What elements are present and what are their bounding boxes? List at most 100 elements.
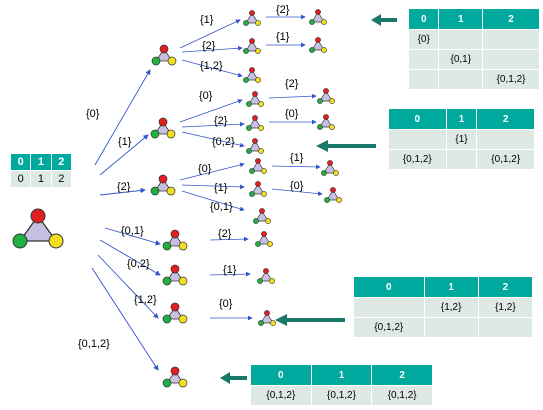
leaf-label: {2} <box>276 4 290 16</box>
leaf-mol-icon <box>258 310 276 326</box>
start-state-table: 0 1 2 0 1 2 <box>9 153 73 188</box>
node-02-icon <box>162 264 188 286</box>
leaf-mol-icon <box>309 37 327 53</box>
leaf-mol-icon <box>249 158 267 174</box>
table-cell: {0} <box>407 29 440 50</box>
leaf-mol-icon <box>255 231 273 247</box>
start-value-cell: 0 <box>9 170 32 188</box>
table-cell <box>423 317 479 338</box>
branch-label: {1,2} <box>200 60 223 72</box>
table-header-cell: 2 <box>482 8 540 30</box>
table-cell <box>445 149 478 170</box>
leaf-label: {0} <box>285 108 299 120</box>
branch-label: {2} <box>214 115 228 127</box>
leaf-mol-icon <box>246 91 264 107</box>
table-cell <box>476 129 535 150</box>
leaf-mol-icon <box>317 114 335 130</box>
table-cell: {1} <box>445 129 478 150</box>
leaf-mol-icon <box>243 10 261 26</box>
edge-label-1: {1} <box>118 136 132 148</box>
node-0-icon <box>151 44 177 66</box>
leaf-label: {1} <box>276 31 290 43</box>
table-cell: {0,1,2} <box>353 317 425 338</box>
leaf-label: {0} <box>290 180 304 192</box>
pointer-arrow-d-icon <box>220 372 247 384</box>
branch-label: {0,1} <box>210 201 233 213</box>
result-table-b: 0 1 2 {1} {0,1,2} {0,1,2} <box>388 108 535 170</box>
node-012-icon <box>162 366 188 388</box>
pointer-arrow-a-icon <box>371 14 397 26</box>
node-01-icon <box>162 229 188 251</box>
table-cell <box>388 129 447 150</box>
start-value-cell: 1 <box>30 170 52 188</box>
table-cell <box>482 29 540 50</box>
leaf-label: {2} <box>285 78 299 90</box>
edge-label-01: {0,1} <box>121 225 144 237</box>
level2-arrows <box>179 19 253 321</box>
node-12-icon <box>162 302 188 324</box>
table-header-cell: 1 <box>438 8 484 30</box>
level3-arrows <box>266 14 323 196</box>
table-cell: {0,1,2} <box>482 69 540 90</box>
table-header-cell: 1 <box>445 108 478 130</box>
leaf-mol-icon <box>243 38 261 54</box>
leaf-mol-icon <box>324 187 342 203</box>
table-cell <box>353 297 425 318</box>
leaf-mol-icon <box>246 138 264 154</box>
table-header-cell: 0 <box>407 8 440 30</box>
branch-label: {1} <box>214 182 228 194</box>
node-1-icon <box>150 117 176 139</box>
table-header-cell: 0 <box>353 276 425 298</box>
edge-label-0: {0} <box>86 108 100 120</box>
edge-label-2: {2} <box>117 181 131 193</box>
branch-label: {1} <box>223 264 237 276</box>
edge-label-02: {0,2} <box>127 258 150 270</box>
table-cell: {0,1,2} <box>388 149 447 170</box>
pointer-arrow-c-icon <box>275 314 345 326</box>
leaf-mol-icon <box>249 181 267 197</box>
table-cell <box>477 317 534 338</box>
branch-label: {0} <box>199 90 213 102</box>
table-header-cell: 1 <box>310 364 373 386</box>
leaf-mol-icon <box>253 208 271 224</box>
branch-label: {0} <box>219 298 233 310</box>
pointer-arrows <box>220 14 397 384</box>
table-header-cell: 2 <box>371 364 433 386</box>
branch-label: {0,2} <box>212 136 235 148</box>
leaf-label: {1} <box>290 152 304 164</box>
table-header-cell: 1 <box>423 276 479 298</box>
table-cell: {0,1,2} <box>476 149 535 170</box>
table-header-cell: 0 <box>250 364 312 386</box>
table-cell <box>438 29 484 50</box>
branch-label: {2} <box>218 228 232 240</box>
table-cell <box>407 49 440 70</box>
start-header-cell: 0 <box>9 153 32 171</box>
table-cell <box>407 69 440 90</box>
result-table-a: 0 1 2 {0} {0,1} {0,1,2} <box>407 8 540 90</box>
branch-label: {0} <box>198 163 212 175</box>
leaf-mol-icon <box>246 115 264 131</box>
table-cell: {0,1,2} <box>371 385 433 406</box>
edge-label-12: {1,2} <box>134 294 157 306</box>
branch-label: {2} <box>202 40 216 52</box>
level1-arrows <box>91 69 161 371</box>
table-cell: {0,1,2} <box>310 385 373 406</box>
branch-label: {1} <box>200 14 214 26</box>
table-header-cell: 0 <box>388 108 447 130</box>
start-header-cell: 1 <box>30 153 52 171</box>
root-molecule-icon <box>12 208 64 249</box>
leaf-mol-icon <box>321 160 339 176</box>
leaf-mol-icon <box>243 67 261 83</box>
leaf-mol-icon <box>309 9 327 25</box>
table-header-cell: 2 <box>476 108 535 130</box>
table-cell: {1,2} <box>423 297 479 318</box>
table-cell: {1,2} <box>477 297 534 318</box>
node-2-icon <box>150 174 176 196</box>
pointer-arrow-b-icon <box>316 140 376 152</box>
table-cell <box>482 49 540 70</box>
leaf-mol-icon <box>257 268 275 284</box>
table-cell: {0,1} <box>438 49 484 70</box>
edge-label-012: {0,1,2} <box>78 338 110 350</box>
table-header-cell: 2 <box>477 276 534 298</box>
